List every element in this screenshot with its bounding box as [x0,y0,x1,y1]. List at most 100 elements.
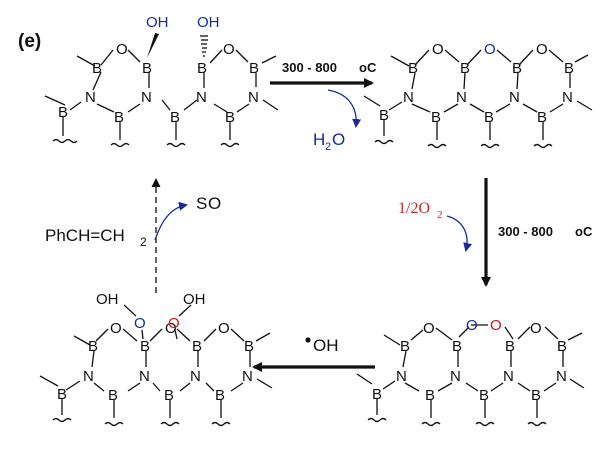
boron-atom: B [164,387,174,404]
structure-4-atoms: B O B O B O B N N N N B B B B O O OH OH [57,291,254,404]
boron-atom: B [140,338,150,355]
nitrogen-atom: N [556,368,567,385]
hydroxyl-group: OH [146,14,169,31]
oxygen-atom: O [165,320,177,337]
nitrogen-atom: N [139,368,150,385]
wedge-bond [147,33,159,58]
nitrogen-atom: N [509,89,520,106]
styrene-formula: PhCH=CH [45,226,125,245]
hashed-bond [200,35,208,57]
boron-atom: B [484,109,494,126]
oxygen-atom: O [423,320,435,337]
oxygen-atom: O [110,320,122,337]
boron-atom: B [58,104,68,121]
boron-atom: B [114,109,124,126]
boron-atom: B [108,387,118,404]
nitrogen-atom: N [190,368,201,385]
nitrogen-atom: N [396,368,407,385]
boron-atom: B [215,387,225,404]
hydroperoxide-oh: OH [96,291,119,308]
peroxide-oxygen-atom: O [168,315,180,332]
right-condition: 300 - 800 oC [498,224,593,239]
condition-unit: oC [359,60,377,75]
boron-atom: B [408,60,418,77]
water-release-arrow [327,89,362,128]
boron-atom: B [197,60,207,77]
styrene-reactant: PhCH=CH 2 [45,226,147,249]
reagent-subscript: 2 [437,209,443,221]
hydroperoxide-oh: OH [183,291,206,308]
boron-atom: B [460,60,470,77]
structure-hydroperoxide-bn [39,304,273,427]
boron-atom: B [512,60,522,77]
boron-atom: B [88,338,98,355]
byproduct-water: H 2 O [313,130,345,153]
oxygen-atom: O [530,320,542,337]
water-subscript: 2 [325,141,331,153]
styrene-subscript: 2 [140,235,147,249]
nitrogen-atom: N [83,368,94,385]
condition-temperature: 300 - 800 [498,224,553,239]
water-o: O [332,130,345,149]
radical-dot [305,337,311,343]
boron-atom: B [531,387,541,404]
nitrogen-atom: N [248,89,259,106]
peroxide-oxygen-atom: O [134,315,146,332]
boron-atom: B [249,60,259,77]
bridging-oxygen-atom: O [484,41,496,58]
boron-atom: B [225,109,235,126]
right-reagent: 1/2O 2 [398,200,443,221]
nitrogen-atom: N [196,89,207,106]
oxygen-atom: O [116,41,128,58]
product-s: S [196,194,207,213]
nitrogen-atom: N [562,89,573,106]
oxygen-atom: O [432,41,444,58]
oxygen-atom: O [536,41,548,58]
structure-1-atoms: B O B N N B B B B O B N N B OH OH [58,14,259,126]
nitrogen-atom: N [456,89,467,106]
condition-temperature: 300 - 800 [282,60,337,75]
nitrogen-atom: N [85,89,96,106]
nitrogen-atom: N [503,368,514,385]
boron-atom: B [557,338,567,355]
hydroxyl-radical: OH [313,336,339,355]
oxygen-uptake-arrow [446,215,472,252]
peroxide-oxygen-atom: O [490,317,502,334]
nitrogen-atom: N [450,368,461,385]
oxygen-atom: O [223,41,235,58]
boron-atom: B [425,387,435,404]
hydroxyl-group: OH [197,14,220,31]
boron-atom: B [192,338,202,355]
structure-bridged-oxygen-bn [363,49,593,149]
boron-atom: B [452,338,462,355]
product-so: S O [196,194,221,213]
structure-3-atoms: B O B O O B O B N N N N B B B B [372,317,567,404]
boron-atom: B [537,109,547,126]
boron-atom: B [379,107,389,124]
boron-atom: B [505,338,515,355]
nitrogen-atom: N [141,89,152,106]
boron-atom: B [372,386,382,403]
nitrogen-atom: N [242,368,253,385]
oxidation-arrow [154,201,188,241]
peroxide-oxygen-atom: O [466,317,478,334]
structure-hydroxylated-bn [44,49,279,148]
boron-atom: B [170,109,180,126]
boron-atom: B [431,109,441,126]
water-h: H [313,130,325,149]
boron-atom: B [142,60,152,77]
boron-atom: B [564,60,574,77]
boron-atom: B [57,386,67,403]
nitrogen-atom: N [403,89,414,106]
boron-atom: B [244,338,254,355]
structure-peroxide-bn [356,326,585,427]
top-condition: 300 - 800 oC [282,60,377,75]
condition-unit: oC [575,224,593,239]
boron-atom: B [92,60,102,77]
oxygen-atom: O [218,320,230,337]
boron-atom: B [479,387,489,404]
panel-label: (e) [18,31,41,52]
product-o: O [208,194,221,213]
